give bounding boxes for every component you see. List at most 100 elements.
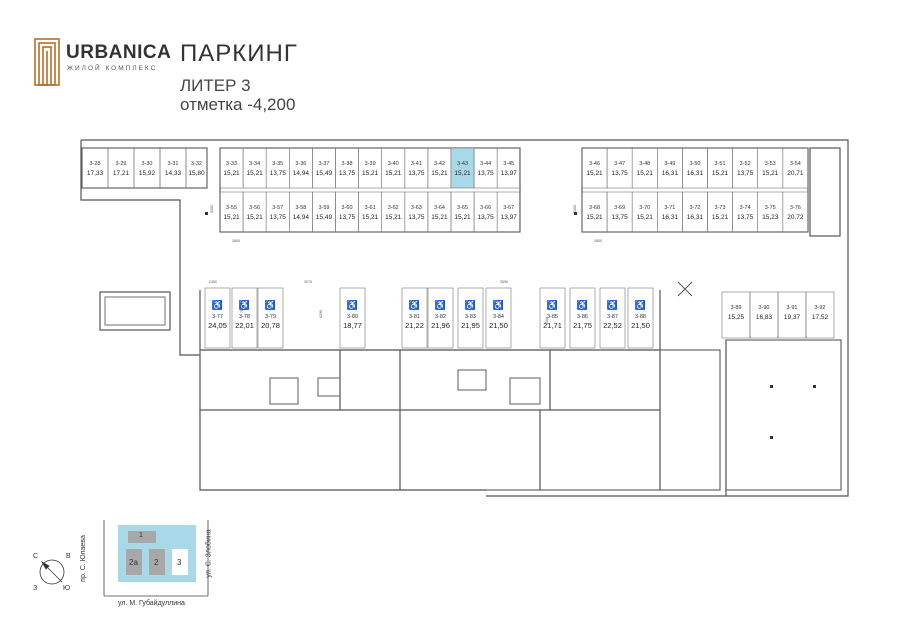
parking-space-id: 3-30 — [141, 161, 152, 167]
parking-space-area: 14,94 — [293, 170, 310, 177]
parking-space-id: 3-81 — [409, 314, 420, 320]
parking-space-id: 3-80 — [347, 314, 358, 320]
building-2a — [126, 549, 142, 575]
wheelchair-icon: ♿ — [409, 299, 420, 310]
level-label: отметка -4,200 — [180, 95, 296, 114]
dimension-label: 6290 — [319, 310, 323, 318]
parking-space-area: 15,21 — [454, 214, 471, 221]
parking-space-area: 15,21 — [385, 170, 402, 177]
parking-space-id: 3-46 — [589, 161, 600, 167]
parking-space-area: 21,22 — [405, 321, 424, 330]
parking-space-id: 3-79 — [265, 314, 276, 320]
parking-space-id: 3-36 — [295, 161, 306, 167]
parking-space-id: 3-38 — [342, 161, 353, 167]
building-1-label: 1 — [139, 532, 143, 539]
parking-space-outline — [606, 147, 633, 189]
compass-west: З — [33, 585, 38, 592]
parking-space-area: 15,21 — [385, 214, 402, 221]
parking-space-area: 15,25 — [728, 314, 745, 321]
parking-space[interactable]: 3-36 14,94 — [288, 147, 313, 189]
parking-space-outline — [381, 191, 406, 233]
parking-space-id: 3-64 — [434, 205, 445, 211]
parking-space-id: 3-48 — [639, 161, 650, 167]
parking-space-area: 15,21 — [586, 214, 603, 221]
parking-space-area: 15,21 — [362, 214, 379, 221]
parking-space[interactable]: 3-61 15,21 — [358, 191, 383, 233]
parking-space-outline — [457, 287, 484, 349]
parking-space-area: 15,80 — [188, 170, 205, 177]
parking-space-id: 3-61 — [365, 205, 376, 211]
parking-space-outline — [312, 191, 336, 233]
parking-space-area: 22,01 — [235, 321, 254, 330]
parking-space-id: 3-35 — [272, 161, 283, 167]
parking-space-area: 21,96 — [431, 321, 450, 330]
parking-space-area: 15,49 — [316, 214, 333, 221]
parking-space-outline — [473, 147, 498, 189]
parking-space-outline — [242, 147, 267, 189]
